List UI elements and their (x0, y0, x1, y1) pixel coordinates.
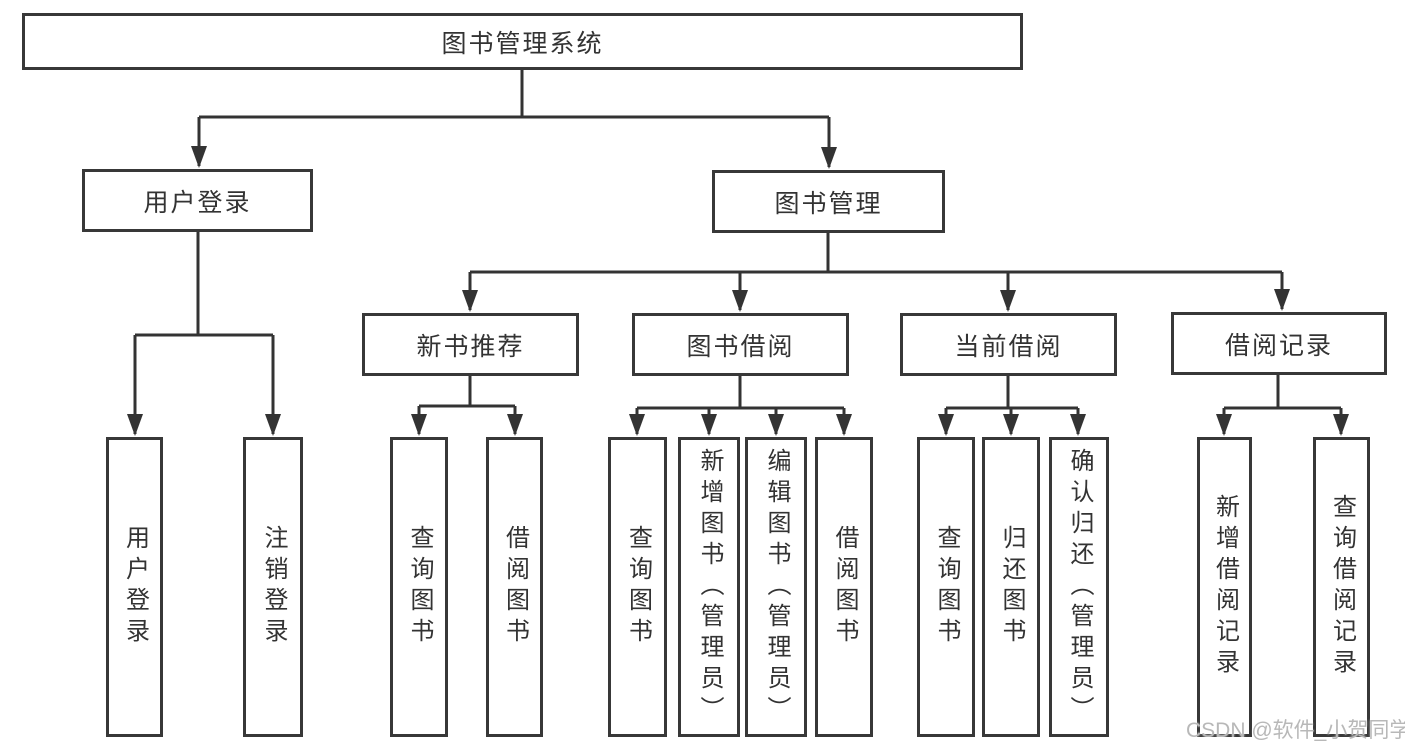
connector-userlogin-to-leaves (133, 232, 275, 434)
connector-borrowrecords-to-leaves (1222, 375, 1343, 434)
leaf-borrow-edit-books: 编辑图书（管理员） (745, 437, 807, 737)
connector-bookmgmt-to-level3 (468, 233, 1284, 310)
node-new-book-rec: 新书推荐 (362, 313, 579, 376)
leaf-borrow-query-books: 查询图书 (608, 437, 667, 737)
arrowheads (127, 146, 1349, 436)
leaf-logout-login: 注销登录 (243, 437, 303, 737)
leaf-newrec-query-books: 查询图书 (390, 437, 448, 737)
node-current-borrow-label: 当前借阅 (954, 332, 1063, 361)
leaf-borrow-query-books-label: 查询图书 (624, 525, 652, 649)
node-current-borrow: 当前借阅 (900, 313, 1117, 376)
leaf-borrow-borrow-books: 借阅图书 (815, 437, 873, 737)
node-new-book-rec-label: 新书推荐 (416, 332, 525, 361)
leaf-newrec-query-books-label: 查询图书 (406, 525, 433, 649)
leaf-records-add-label: 新增借阅记录 (1211, 494, 1239, 680)
node-book-mgmt: 图书管理 (712, 170, 945, 233)
leaf-records-query: 查询借阅记录 (1313, 437, 1370, 737)
node-user-login: 用户登录 (82, 169, 313, 232)
connector-bookborrow-to-leaves (635, 376, 846, 434)
leaf-current-query-books-label: 查询图书 (933, 525, 960, 649)
leaf-borrow-add-books-label: 新增图书（管理员） (696, 447, 723, 727)
node-book-borrow-label: 图书借阅 (686, 332, 795, 361)
connector-root-to-level2 (197, 70, 831, 167)
node-user-login-label: 用户登录 (143, 188, 252, 217)
leaf-current-confirm-return-label: 确认归还（管理员） (1066, 447, 1093, 727)
leaf-current-confirm-return: 确认归还（管理员） (1049, 437, 1109, 737)
leaf-borrow-add-books: 新增图书（管理员） (678, 437, 740, 737)
node-root: 图书管理系统 (22, 13, 1023, 70)
node-book-mgmt-label: 图书管理 (774, 189, 883, 218)
leaf-records-add: 新增借阅记录 (1197, 437, 1252, 737)
node-borrow-records: 借阅记录 (1171, 312, 1387, 375)
leaf-user-login: 用户登录 (106, 437, 163, 737)
leaf-newrec-borrow-books-label: 借阅图书 (501, 525, 529, 649)
leaf-current-return-books: 归还图书 (982, 437, 1040, 737)
leaf-borrow-edit-books-label: 编辑图书（管理员） (763, 447, 790, 727)
leaf-current-query-books: 查询图书 (917, 437, 975, 737)
leaf-borrow-borrow-books-label: 借阅图书 (831, 525, 858, 649)
node-root-label: 图书管理系统 (441, 29, 604, 58)
node-book-borrow: 图书借阅 (632, 313, 849, 376)
node-borrow-records-label: 借阅记录 (1224, 331, 1333, 360)
leaf-logout-login-label: 注销登录 (260, 525, 287, 649)
leaf-records-query-label: 查询借阅记录 (1328, 494, 1356, 680)
leaf-newrec-borrow-books: 借阅图书 (486, 437, 543, 737)
csdn-watermark: CSDN @软件_小贺同学 (1186, 719, 1405, 742)
connector-newbookrec-to-leaves (417, 376, 517, 434)
leaf-current-return-books-label: 归还图书 (998, 525, 1025, 649)
leaf-user-login-label: 用户登录 (121, 525, 149, 649)
